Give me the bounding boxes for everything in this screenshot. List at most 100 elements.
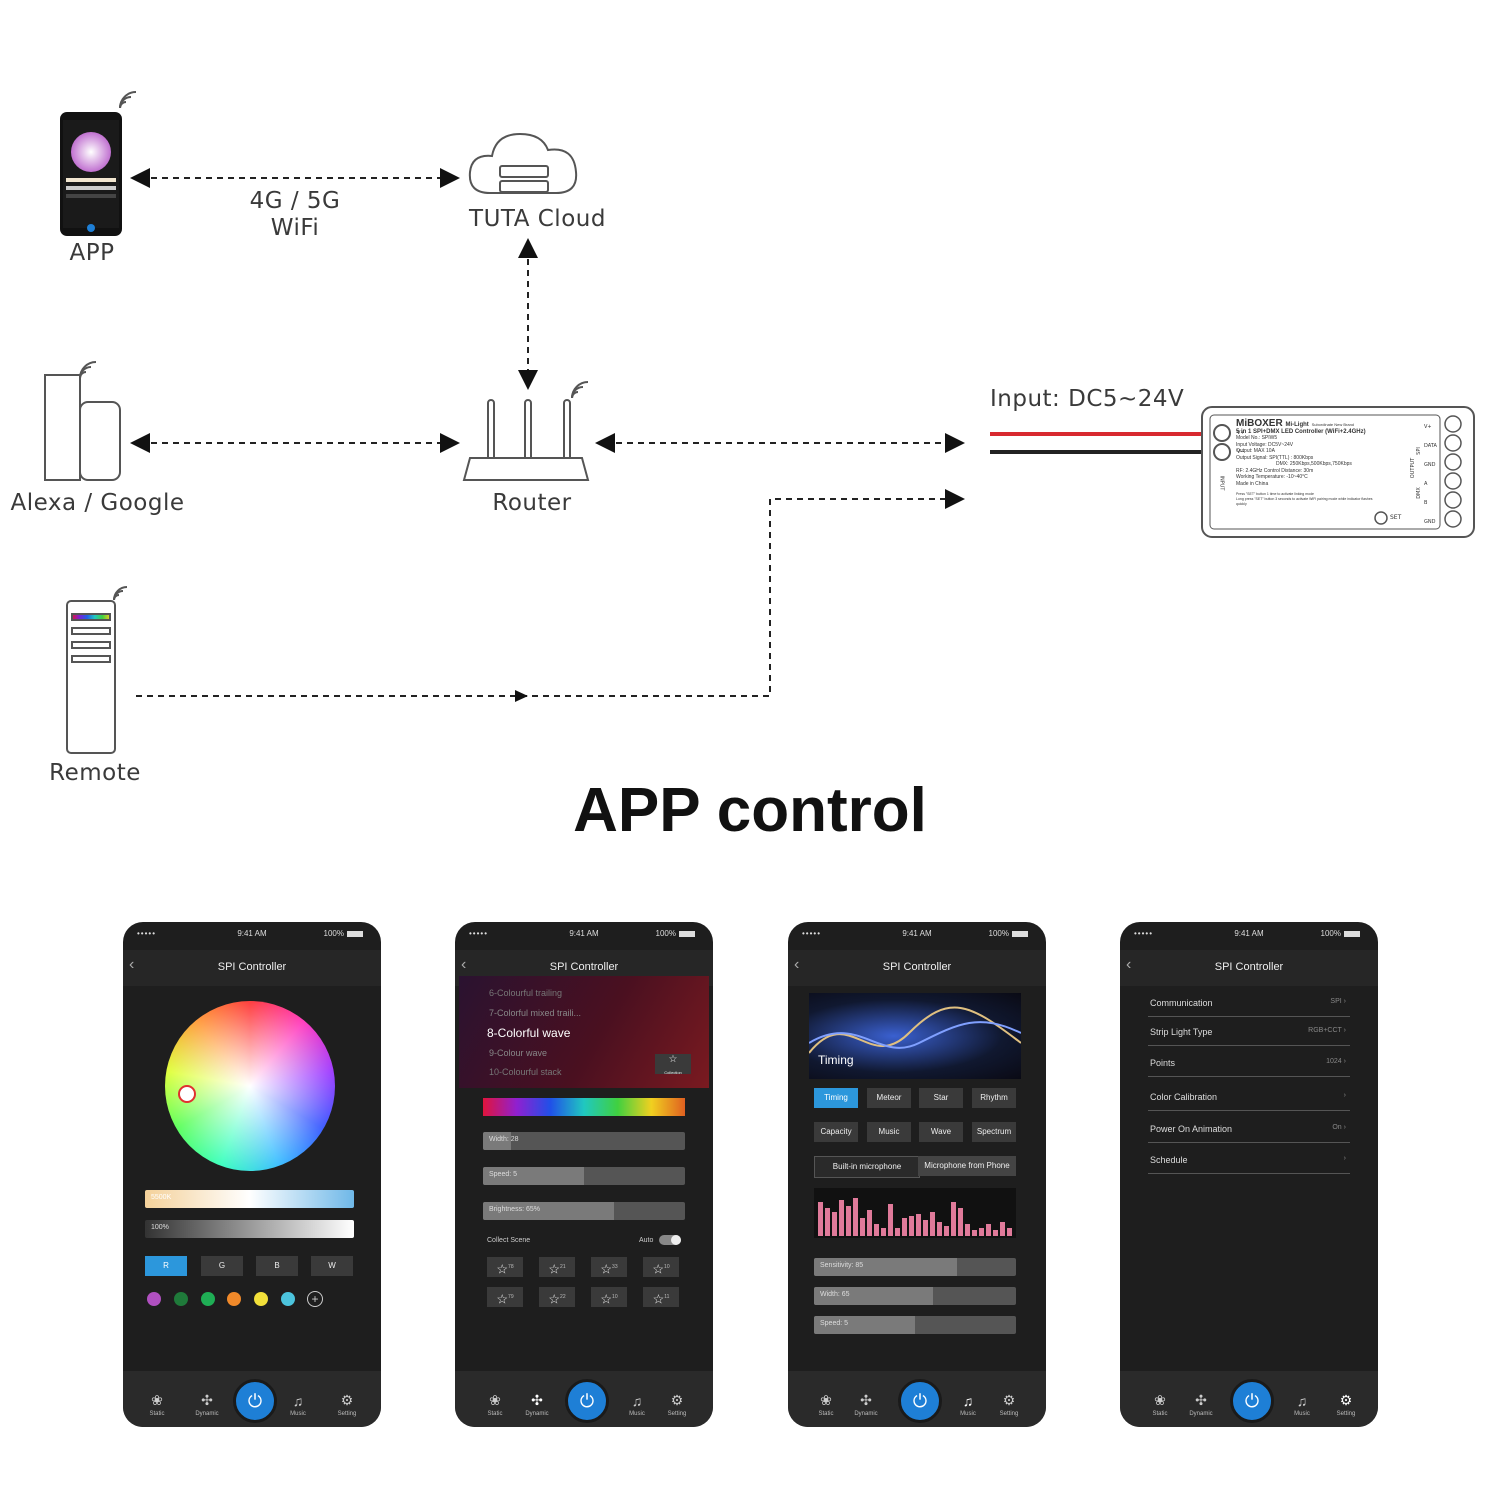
- controller-dmx: DMX: 250Kbps,500Kbps,750Kbps: [1276, 461, 1352, 467]
- dynamic-icon: ✣: [201, 1392, 213, 1408]
- tab-music[interactable]: ♫Music: [617, 1393, 657, 1417]
- controller-print: MiBOXER Mi-Light Subordinate New Brand 5…: [1236, 418, 1412, 507]
- mode-timing[interactable]: Timing: [814, 1088, 858, 1108]
- power-button[interactable]: ⏻: [565, 1379, 609, 1423]
- tab-bar: ❀Static ✣Dynamic ⏻ ♫Music ⚙Setting: [123, 1371, 381, 1427]
- tab-dynamic[interactable]: ✣Dynamic: [187, 1392, 227, 1417]
- scene-button[interactable]: ☆11: [643, 1287, 679, 1307]
- mode-item-selected[interactable]: 8-Colorful wave: [487, 1026, 571, 1040]
- collect-scene-label: Collect Scene: [487, 1237, 531, 1244]
- swatch[interactable]: [147, 1292, 161, 1306]
- power-button[interactable]: ⏻: [233, 1379, 277, 1423]
- controller-product: 5 in 1 SPI+DMX LED Controller (WiFi+2.4G…: [1236, 429, 1366, 435]
- color-wheel[interactable]: [165, 1001, 335, 1171]
- status-time: 9:41 AM: [902, 929, 932, 938]
- power-button[interactable]: ⏻: [1230, 1379, 1274, 1423]
- battery-icon: [679, 930, 695, 937]
- battery-icon: [1012, 930, 1028, 937]
- mode-spectrum[interactable]: Spectrum: [972, 1122, 1016, 1142]
- tab-setting[interactable]: ⚙Setting: [1326, 1392, 1366, 1417]
- tab-dynamic[interactable]: ✣Dynamic: [846, 1392, 886, 1417]
- chevron-right-icon: ›: [1343, 1092, 1346, 1099]
- chevron-right-icon: ›: [1343, 1124, 1346, 1131]
- width-slider[interactable]: Width: 28: [483, 1132, 685, 1150]
- brightness-slider[interactable]: 100%: [145, 1220, 354, 1238]
- mode-music[interactable]: Music: [867, 1122, 911, 1142]
- tab-dynamic[interactable]: ✣Dynamic: [517, 1392, 557, 1417]
- battery: 100%: [656, 929, 695, 938]
- tab-dynamic[interactable]: ✣Dynamic: [1181, 1392, 1221, 1417]
- channel-b-button[interactable]: B: [256, 1256, 298, 1276]
- mode-item[interactable]: 7-Colorful mixed traili...: [489, 1008, 582, 1018]
- scene-button[interactable]: ☆79: [487, 1287, 523, 1307]
- tab-music[interactable]: ♫Music: [1282, 1393, 1322, 1417]
- scene-button[interactable]: ☆78: [487, 1257, 523, 1277]
- scene-button[interactable]: ☆33: [591, 1257, 627, 1277]
- width-fill: [483, 1132, 512, 1150]
- tab-static[interactable]: ❀Static: [475, 1392, 515, 1417]
- channel-w-button[interactable]: W: [311, 1256, 353, 1276]
- mode-item[interactable]: 6-Colourful trailing: [489, 988, 563, 998]
- back-icon[interactable]: ‹: [129, 956, 135, 973]
- power-button[interactable]: ⏻: [898, 1379, 942, 1423]
- mode-capacity[interactable]: Capacity: [814, 1122, 858, 1142]
- tab-music[interactable]: ♫Music: [948, 1393, 988, 1417]
- tab-setting[interactable]: ⚙Setting: [657, 1392, 697, 1417]
- tab-static[interactable]: ❀Static: [1140, 1392, 1180, 1417]
- mode-star[interactable]: Star: [919, 1088, 963, 1108]
- setting-row-calibration[interactable]: Color Calibration ›: [1148, 1088, 1350, 1111]
- tab-setting[interactable]: ⚙Setting: [327, 1392, 367, 1417]
- tab-setting[interactable]: ⚙Setting: [989, 1392, 1029, 1417]
- swatch[interactable]: [227, 1292, 241, 1306]
- width-slider[interactable]: Width: 65: [814, 1287, 1016, 1305]
- connection-diagram: [44, 91, 1475, 754]
- scene-button[interactable]: ☆10: [591, 1287, 627, 1307]
- chevron-right-icon: ›: [1343, 1155, 1346, 1162]
- back-icon[interactable]: ‹: [1126, 956, 1132, 973]
- battery-icon: [1344, 930, 1360, 937]
- source-phone-mic[interactable]: Microphone from Phone: [918, 1156, 1016, 1176]
- controller-set-label: SET: [1390, 514, 1402, 521]
- brightness-slider[interactable]: Brightness: 65%: [483, 1202, 685, 1220]
- controller-signal: Output Signal: SPI(TTL) : 800Kbps: [1236, 454, 1314, 461]
- wave-graphic: [809, 1006, 1021, 1054]
- mode-item[interactable]: 9-Colour wave: [489, 1048, 548, 1058]
- collection-button[interactable]: ☆Collection: [655, 1054, 691, 1075]
- back-icon[interactable]: ‹: [461, 956, 467, 973]
- tab-static[interactable]: ❀Static: [806, 1392, 846, 1417]
- mode-list[interactable]: 6-Colourful trailing 7-Colorful mixed tr…: [459, 976, 709, 1088]
- auto-toggle[interactable]: [659, 1235, 681, 1245]
- color-picker-handle[interactable]: [178, 1085, 196, 1103]
- scene-button[interactable]: ☆10: [643, 1257, 679, 1277]
- add-swatch-icon[interactable]: +: [307, 1291, 323, 1307]
- channel-r-button[interactable]: R: [145, 1256, 187, 1276]
- source-builtin-mic[interactable]: Built-in microphone: [814, 1156, 920, 1178]
- swatch[interactable]: [254, 1292, 268, 1306]
- signal-dots: •••••: [137, 929, 157, 938]
- channel-g-button[interactable]: G: [201, 1256, 243, 1276]
- music-icon: ♫: [631, 1393, 643, 1409]
- controller-vplus: V+: [1237, 430, 1245, 436]
- swatch[interactable]: [281, 1292, 295, 1306]
- back-icon[interactable]: ‹: [794, 956, 800, 973]
- setting-row-schedule[interactable]: Schedule ›: [1148, 1151, 1350, 1174]
- tab-music[interactable]: ♫Music: [278, 1393, 318, 1417]
- scene-button[interactable]: ☆21: [539, 1257, 575, 1277]
- swatch[interactable]: [174, 1292, 188, 1306]
- swatch[interactable]: [201, 1292, 215, 1306]
- terminal-label: B: [1424, 500, 1428, 506]
- tab-static[interactable]: ❀Static: [137, 1392, 177, 1417]
- scene-button[interactable]: ☆22: [539, 1287, 575, 1307]
- mode-meteor[interactable]: Meteor: [867, 1088, 911, 1108]
- speed-slider[interactable]: Speed: 5: [483, 1167, 685, 1185]
- mode-rhythm[interactable]: Rhythm: [972, 1088, 1016, 1108]
- sensitivity-slider[interactable]: Sensitivity: 85: [814, 1258, 1016, 1276]
- cct-slider[interactable]: 5500K: [145, 1190, 354, 1208]
- mode-wave[interactable]: Wave: [919, 1122, 963, 1142]
- mode-item[interactable]: 10-Colourful stack: [489, 1067, 562, 1077]
- speed-slider[interactable]: Speed: 5: [814, 1316, 1016, 1334]
